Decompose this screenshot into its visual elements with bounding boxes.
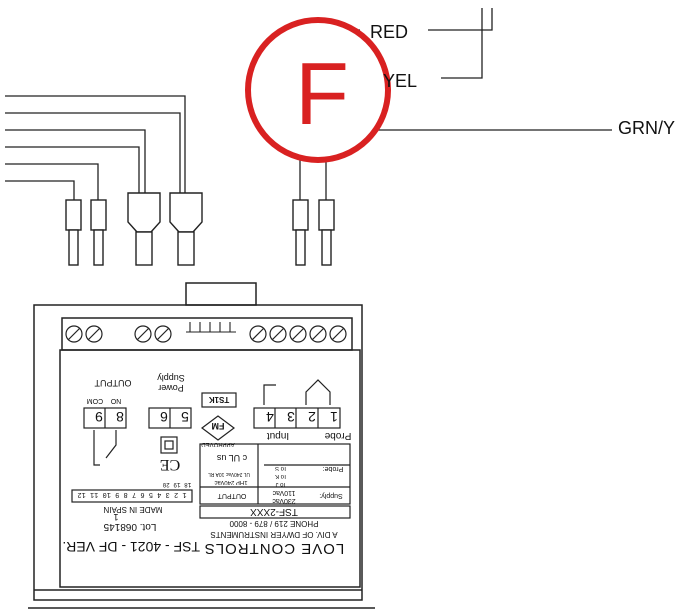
brand-name: LOVE CONTROLS	[203, 540, 345, 557]
power-supply-label: Power Supply	[157, 373, 185, 393]
phone-line: PHONE 219 / 879 - 8000	[229, 519, 319, 528]
wire-left-3	[5, 129, 146, 193]
center-pins	[186, 322, 236, 333]
wire-left-2	[5, 112, 181, 193]
lot-number: Lot. 068145	[103, 521, 157, 532]
input-label: Input	[266, 430, 290, 441]
ferrule-large	[127, 192, 161, 266]
division-line: A DIV. OF DWYER INSTRUMENTS	[210, 530, 338, 539]
ts-tag	[201, 392, 237, 408]
wire-red	[428, 8, 493, 31]
lot-suffix: 1	[113, 512, 119, 522]
wire-yellow	[441, 8, 483, 79]
wire-left-6	[5, 180, 75, 200]
made-in-label: MADE IN SPAIN	[103, 505, 163, 514]
part-tag: TS1K	[208, 395, 230, 404]
ferrule-small	[292, 199, 309, 266]
terminal-block	[61, 317, 353, 351]
wire-label-red: RED	[370, 22, 409, 42]
probe-types-title: Probe:	[322, 465, 344, 472]
terminal-number-9: 9	[95, 409, 103, 425]
supply-title: Supply:	[319, 492, 343, 499]
pin-numbers: 1 2 3 4 5 6 7 8 9 10 11 12	[77, 490, 187, 498]
badge-ring	[245, 17, 391, 163]
controller-outer	[33, 304, 363, 601]
ferrules	[65, 192, 335, 266]
probe-type-j: To J	[275, 481, 287, 487]
output-rating-title: OUTPUT	[217, 492, 247, 499]
wire-label-green: GRN/Y	[618, 118, 676, 138]
ce-mark: CE	[159, 456, 181, 473]
pin-numbers-top: 18 19 20	[162, 481, 192, 488]
ul-mark: c UL us	[216, 453, 248, 463]
fm-approval-text: APPROVED	[201, 441, 235, 447]
probe-type-k: To K	[275, 473, 288, 479]
terminal-number-5: 5	[181, 409, 189, 425]
terminal-number-3: 3	[287, 409, 295, 425]
ferrule-small	[318, 199, 335, 266]
model-number: TSF-2XXX	[250, 506, 298, 517]
ferrule-large	[169, 192, 203, 266]
fm-diamond	[201, 415, 235, 441]
wire-left-1	[5, 95, 186, 193]
terminal-number-4: 4	[266, 409, 274, 425]
wire-label-yellow: YEL	[383, 71, 418, 91]
terminal-number-6: 6	[160, 409, 168, 425]
ferrule-small	[90, 199, 107, 266]
output-no-label: NO	[110, 397, 122, 404]
fm-approval-mark: FM	[211, 421, 225, 431]
terminal-screws	[65, 325, 347, 343]
supply-option-230: 230Vac	[272, 497, 296, 504]
ferrule-small	[65, 199, 82, 266]
wire-left-5	[5, 163, 99, 200]
wire-left-4	[5, 146, 140, 193]
supply-option-110: 110Vac	[272, 489, 296, 496]
terminal-number-1: 1	[330, 409, 338, 425]
probe-label: Probe	[324, 430, 352, 441]
terminal-number-2: 2	[308, 409, 316, 425]
terminal-box-right	[253, 407, 341, 429]
probe-type-s: To S	[275, 465, 288, 471]
terminal-number-8: 8	[116, 409, 124, 425]
output-com-label: COM	[86, 397, 104, 404]
controller-connector-tab	[185, 282, 257, 306]
badge-letter: F	[295, 44, 349, 143]
output-rating-line-1: 1HP 240Vac	[214, 479, 248, 485]
output-rating-line-2: UL 240Vac 10A RL	[208, 471, 250, 477]
version-line: TSF - 4021 - DF VER.	[62, 539, 200, 555]
output-label: OUTPUT	[94, 378, 132, 388]
